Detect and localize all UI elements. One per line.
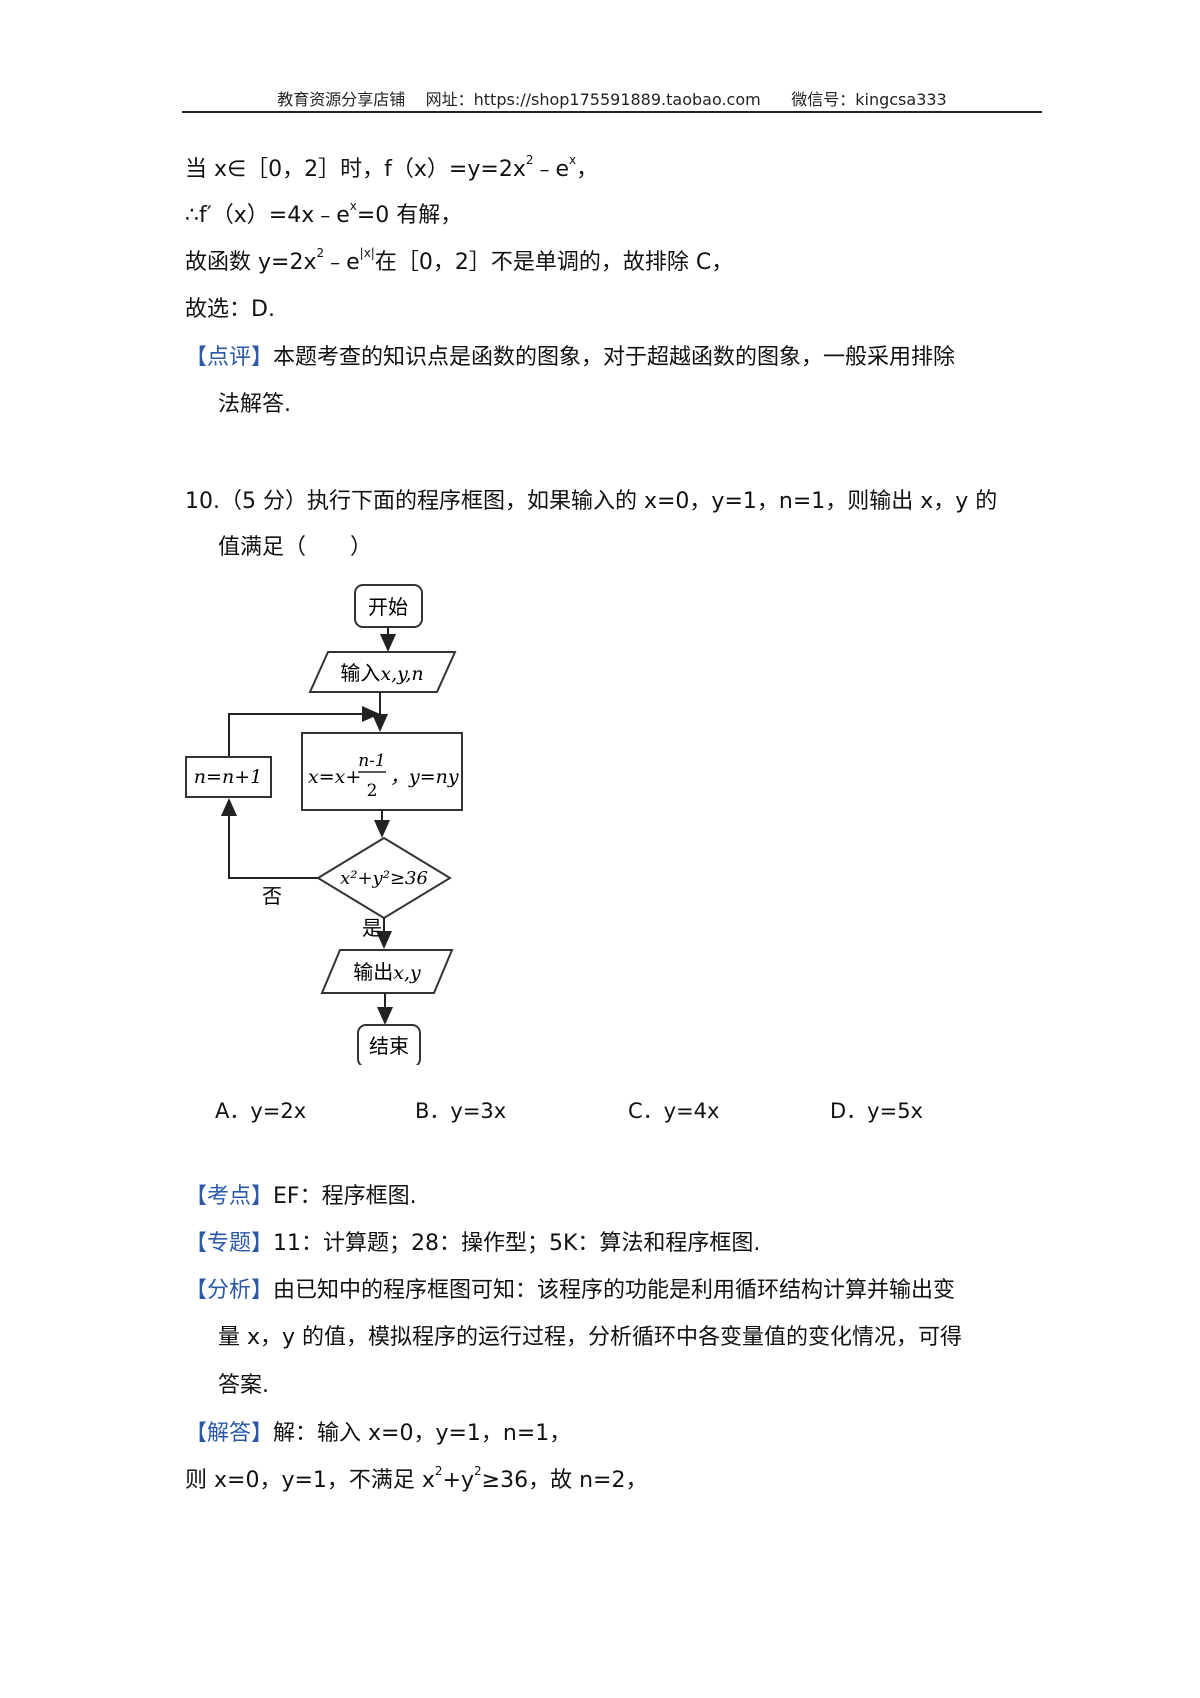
prev-line-4: 故选：D.	[185, 297, 275, 322]
kaodian-line: 【考点】EF：程序框图.	[185, 1182, 417, 1212]
input-vars: x,y,n	[380, 663, 423, 685]
prev-line-3-post: 在［0，2］不是单调的，故排除 C，	[374, 250, 734, 275]
end-label: 结束	[369, 1034, 409, 1058]
question-line-2: 值满足（ ）	[218, 535, 373, 560]
jieda-tag: 【解答】	[185, 1421, 274, 1446]
review-line-2: 法解答.	[218, 392, 291, 417]
zhuanti-line: 【专题】11：计算题；28：操作型；5K：算法和程序框图.	[185, 1229, 760, 1259]
fenxi-line-3: 答案.	[218, 1373, 269, 1398]
prev-line-1-text: 当 x∈［0，2］时，f（x）=y=2x	[185, 157, 526, 182]
prev-line-3-mid: ﹣e	[324, 250, 360, 275]
shop-name: 教育资源分享店铺	[277, 90, 406, 109]
process-den: 2	[367, 781, 378, 801]
yes-label: 是	[362, 916, 382, 940]
prev-line-3-text: 故函数 y=2x	[185, 250, 317, 275]
prev-line-1-sup: 2	[525, 152, 534, 167]
prev-line-1: 当 x∈［0，2］时，f（x）=y=2x2﹣ex，	[185, 152, 599, 185]
prev-line-1-mid: ﹣e	[533, 157, 570, 182]
prev-line-2-post: =0 有解，	[356, 203, 463, 228]
flowchart: 开始 输入x,y,n x=x+ n-1 2 ，y=ny n=n+1 x²+y²≥…	[185, 584, 463, 1065]
review-tag: 【点评】	[185, 345, 274, 370]
no-label: 否	[262, 884, 282, 908]
process-post: ，y=ny	[390, 766, 459, 788]
zhuanti-tag: 【专题】	[185, 1231, 274, 1256]
last-line-sup2: 2	[474, 1463, 482, 1478]
last-line: 则 x=0，y=1，不满足 x2+y2≥36，故 n=2，	[185, 1463, 648, 1496]
jieda-line: 【解答】解：输入 x=0，y=1，n=1，	[185, 1419, 571, 1449]
fenxi-text-1: 由已知中的程序框图可知：该程序的功能是利用循环结构计算并输出变	[273, 1278, 956, 1303]
prev-line-1-post: ，	[576, 157, 599, 182]
loop-back-line	[228, 706, 380, 757]
prev-line-2-text: ∴f′（x）=4x﹣e	[185, 203, 350, 228]
output-label: 输出x,y	[353, 960, 421, 984]
fenxi-tag: 【分析】	[185, 1278, 274, 1303]
shop-url[interactable]: https://shop175591889.taobao.com	[473, 90, 761, 109]
review-line-1: 【点评】本题考查的知识点是函数的图象，对于超越函数的图象，一般采用排除	[185, 343, 955, 373]
output-label-zh: 输出	[353, 960, 393, 984]
increment-label: n=n+1	[194, 766, 262, 788]
decision-label: x²+y²≥36	[340, 868, 428, 889]
process-pre: x=x+	[308, 766, 361, 788]
kaodian-text: EF：程序框图.	[273, 1184, 417, 1209]
input-label-zh: 输入	[340, 661, 380, 685]
kaodian-tag: 【考点】	[185, 1184, 274, 1209]
option-d: D．y=5x	[830, 1099, 923, 1123]
fenxi-line-1: 【分析】由已知中的程序框图可知：该程序的功能是利用循环结构计算并输出变	[185, 1276, 955, 1306]
start-label: 开始	[368, 595, 408, 619]
prev-line-3-sup2: |x|	[359, 245, 375, 260]
page-header: 教育资源分享店铺 网址：https://shop175591889.taobao…	[182, 86, 1042, 110]
option-b: B．y=3x	[415, 1099, 507, 1123]
last-line-sup: 2	[434, 1463, 443, 1478]
prev-line-1-sup2: x	[569, 152, 577, 167]
zhuanti-text: 11：计算题；28：操作型；5K：算法和程序框图.	[273, 1231, 761, 1256]
last-line-text: 则 x=0，y=1，不满足 x	[185, 1468, 435, 1493]
increment-node	[185, 756, 272, 798]
review-text: 本题考查的知识点是函数的图象，对于超越函数的图象，一般采用排除	[273, 345, 956, 370]
prev-line-3: 故函数 y=2x2﹣e|x|在［0，2］不是单调的，故排除 C，	[185, 245, 734, 278]
last-line-post: ≥36，故 n=2，	[481, 1468, 648, 1493]
no-branch-line	[221, 798, 318, 879]
header-rule	[182, 111, 1042, 113]
prev-line-2-sup: x	[349, 198, 357, 213]
output-node	[320, 949, 454, 994]
jieda-text: 解：输入 x=0，y=1，n=1，	[273, 1421, 572, 1446]
wechat-id: kingcsa333	[855, 90, 947, 109]
prev-line-2: ∴f′（x）=4x﹣ex=0 有解，	[185, 198, 463, 231]
input-label: 输入x,y,n	[340, 661, 423, 685]
url-label: 网址：	[425, 90, 474, 109]
fenxi-line-2: 量 x，y 的值，模拟程序的运行过程，分析循环中各变量值的变化情况，可得	[218, 1325, 963, 1350]
input-node	[308, 651, 457, 693]
wechat-label: 微信号：	[791, 90, 856, 109]
question-line-1: 10.（5 分）执行下面的程序框图，如果输入的 x=0，y=1，n=1，则输出 …	[185, 489, 998, 514]
option-c: C．y=4x	[628, 1099, 720, 1123]
prev-line-3-sup: 2	[316, 245, 325, 260]
process-num: n-1	[358, 751, 386, 771]
option-a: A．y=2x	[215, 1099, 307, 1123]
last-line-mid: +y	[442, 1468, 475, 1493]
end-node	[357, 1024, 421, 1065]
output-vars: x,y	[393, 962, 421, 984]
